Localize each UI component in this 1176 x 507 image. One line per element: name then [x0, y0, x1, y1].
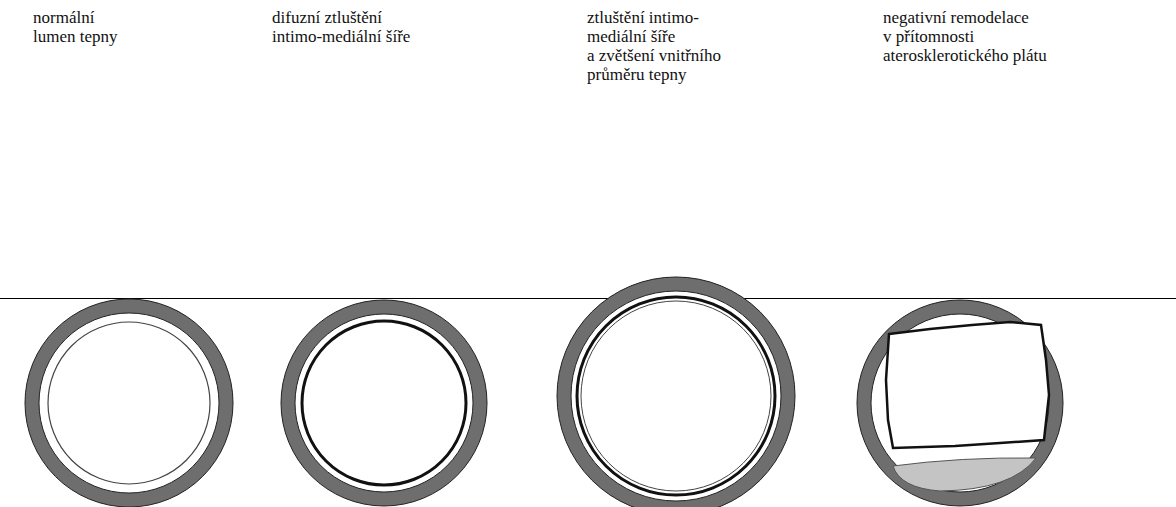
irregular-lumen	[886, 322, 1049, 448]
caption-label: difuzní ztluštění intimo-mediální šíře	[272, 8, 410, 46]
caption-label: normální lumen tepny	[33, 8, 118, 46]
caption-label: negativní remodelace v přítomnosti atero…	[883, 8, 1047, 65]
artery-diffuse-thickening	[281, 300, 487, 506]
atherosclerotic-plaque	[893, 458, 1036, 491]
artery-enlarged	[557, 277, 795, 507]
artery-normal	[25, 299, 233, 507]
artery-negative-remodeling	[857, 300, 1063, 506]
reference-line	[0, 298, 1176, 299]
caption-label: ztluštění intimo- mediální šíře a zvětše…	[587, 8, 721, 84]
